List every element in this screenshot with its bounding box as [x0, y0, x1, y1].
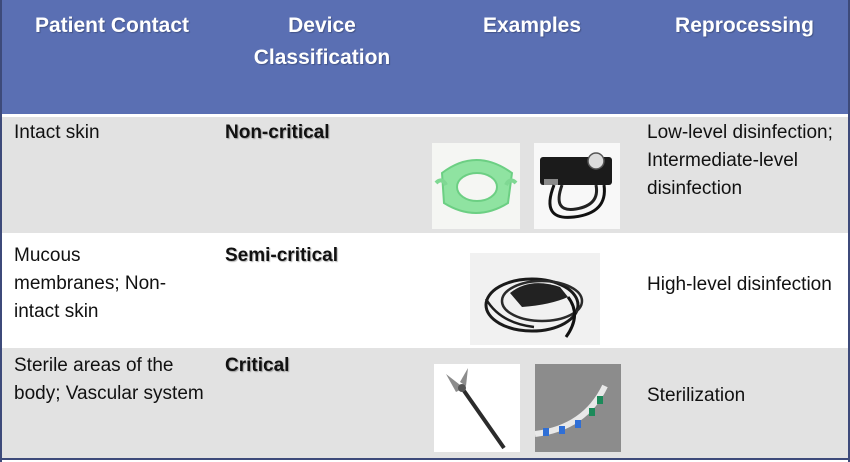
header-examples: Examples	[482, 14, 582, 37]
classification-cell: Critical	[225, 355, 290, 376]
green-face-shield-image	[432, 143, 520, 229]
classification-cell: Semi-critical	[225, 245, 338, 266]
table-bottom-border	[2, 458, 848, 460]
reprocessing-cell: Low-level disinfection; Intermediate-lev…	[647, 119, 842, 203]
endoscope-image	[470, 253, 600, 345]
table-row: Sterile areas of the body; Vascular syst…	[2, 348, 848, 458]
patient-contact-cell: Mucous membranes; Non-intact skin	[14, 245, 167, 322]
reprocessing-line-2: Intermediate-level disinfection	[647, 150, 799, 199]
header-device-classification: Device Classification	[253, 14, 391, 69]
reprocessing-cell: Sterilization	[647, 385, 746, 406]
reprocessing-cell: High-level disinfection	[647, 274, 832, 295]
classification-cell: Non-critical	[225, 122, 330, 143]
catheter-guidewire-image	[535, 364, 621, 452]
table-header: Patient Contact Device Classification Ex…	[2, 0, 848, 117]
table-row: Mucous membranes; Non-intact skin Semi-c…	[2, 235, 848, 346]
reprocessing-line-1: Low-level disinfection;	[647, 122, 833, 143]
patient-contact-cell: Intact skin	[14, 122, 100, 143]
surgical-forceps-image	[434, 364, 520, 452]
header-reprocessing: Reprocessing	[675, 14, 814, 37]
blood-pressure-cuff-image	[534, 143, 620, 229]
table-row: Intact skin Non-critical Low-level d	[2, 117, 848, 233]
header-patient-contact: Patient Contact	[34, 14, 189, 37]
patient-contact-cell: Sterile areas of the body; Vascular syst…	[14, 355, 204, 404]
